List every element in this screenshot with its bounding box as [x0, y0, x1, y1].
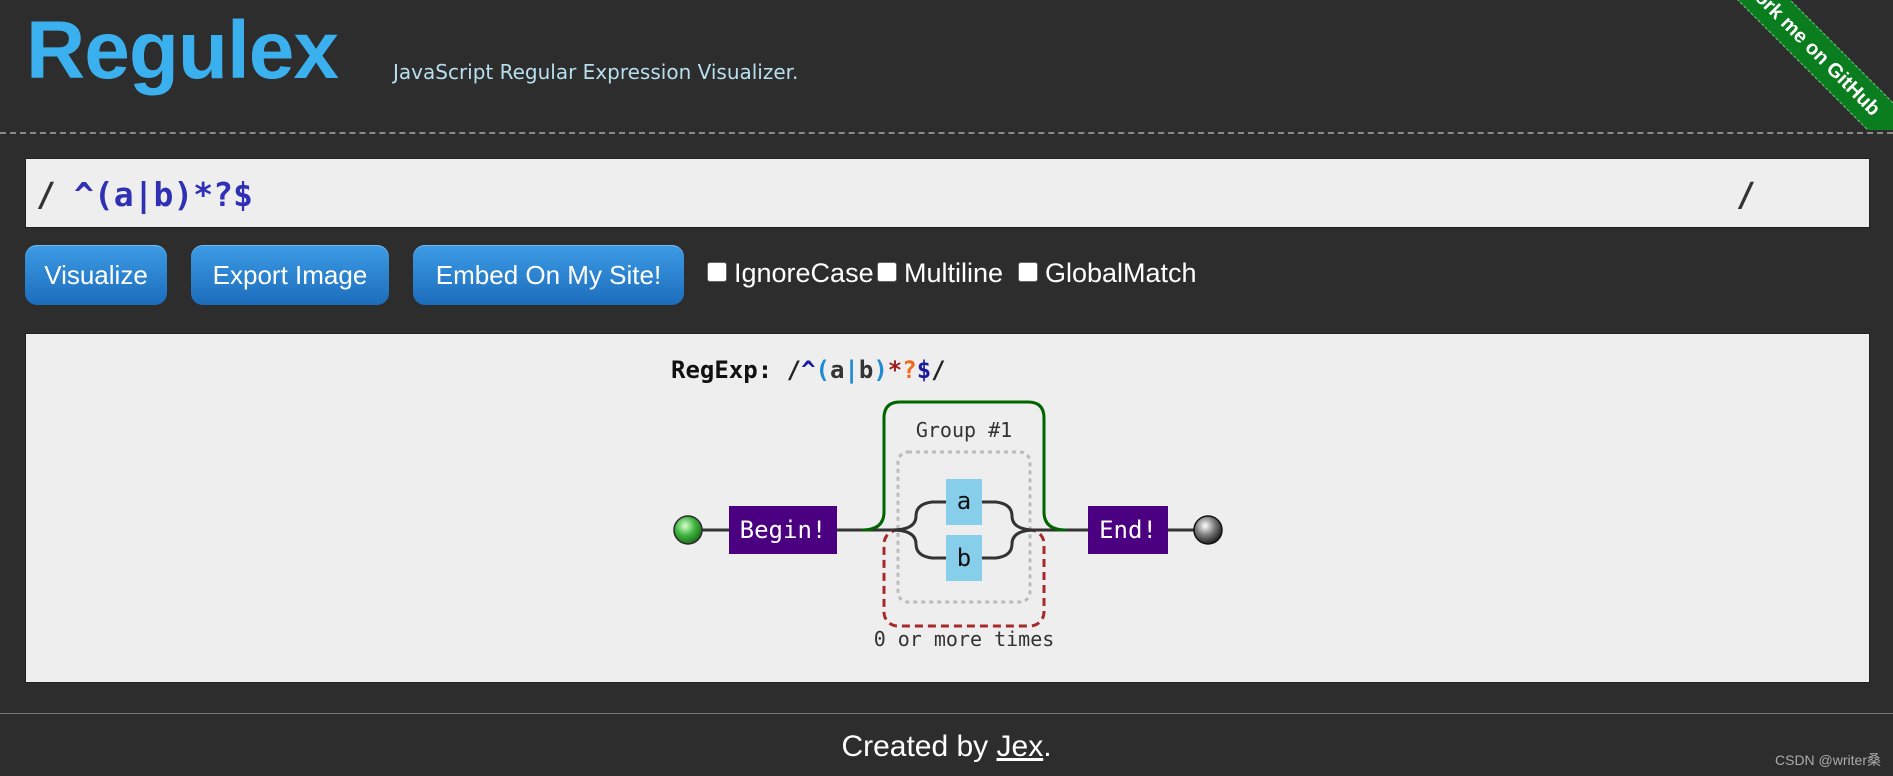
regexp-label: RegExp: [671, 356, 773, 384]
char-a: a [957, 487, 971, 515]
export-image-button[interactable]: Export Image [191, 245, 389, 305]
begin-box [729, 506, 837, 554]
embed-button[interactable]: Embed On My Site! [413, 245, 684, 305]
branch-line-b [891, 528, 946, 560]
visualize-button[interactable]: Visualize [25, 245, 167, 305]
tagline: JavaScript Regular Expression Visualizer… [393, 60, 799, 84]
regexp-token: ( [815, 356, 830, 384]
group-box [896, 450, 1032, 604]
end-label: End! [1099, 516, 1157, 544]
regexp-token: $ [916, 356, 932, 384]
branch-line-a [982, 500, 1037, 532]
regexp-token: b [858, 356, 874, 384]
char-box-b [946, 535, 982, 581]
regexp-token: * [887, 356, 903, 384]
regexp-token: | [844, 356, 859, 384]
footer-prefix: Created by [841, 730, 997, 763]
globalmatch-checkbox[interactable] [1018, 262, 1038, 282]
logo[interactable]: Regulex [26, 5, 339, 96]
header: Regulex JavaScript Regular Expression Vi… [0, 0, 1893, 134]
branch-line-b [982, 528, 1037, 560]
multiline-checkbox[interactable] [877, 262, 897, 282]
begin-label: Begin! [740, 516, 827, 544]
multiline-label[interactable]: Multiline [904, 258, 1004, 288]
regexp-token: ^ [801, 356, 816, 384]
ignorecase-checkbox[interactable] [707, 262, 727, 282]
github-ribbon[interactable]: Fork me on GitHub [1733, 0, 1893, 130]
skip-path [861, 400, 1067, 532]
regex-input-value[interactable]: ^(a|b)*?$ [74, 175, 253, 214]
group-label: Group #1 [916, 418, 1012, 442]
regex-input[interactable]: / ^(a|b)*?$ / [25, 158, 1870, 228]
repeat-label: 0 or more times [874, 627, 1055, 651]
regexp-token: a [829, 356, 845, 384]
end-node [1193, 515, 1223, 545]
char-box-a [946, 479, 982, 525]
regexp-display: RegExp: /^(a|b)*?$/ [671, 356, 946, 384]
start-node [673, 515, 703, 545]
branch-line-a [891, 500, 946, 532]
regexp-token: ? [902, 356, 917, 384]
footer-suffix: . [1043, 730, 1052, 763]
regexp-token: ) [873, 356, 888, 384]
regex-right-slash: / [1736, 175, 1756, 214]
author-link[interactable]: Jex [996, 730, 1044, 763]
ignorecase-label[interactable]: IgnoreCase [734, 258, 874, 288]
char-b: b [957, 544, 971, 572]
railroad-diagram: Begin! End! Group #1 0 or more times a b [673, 400, 1223, 651]
regexp-token: / [931, 356, 946, 384]
regexp-token: / [786, 356, 802, 384]
globalmatch-label[interactable]: GlobalMatch [1045, 258, 1197, 288]
regex-left-slash: / [36, 175, 56, 214]
end-box [1088, 506, 1168, 554]
watermark: CSDN @writer桑 [1775, 752, 1881, 768]
footer: Created by Jex. CSDN @writer桑 [0, 713, 1893, 776]
visualization-canvas: RegExp: /^(a|b)*?$/ Begin! End! [25, 333, 1870, 683]
github-ribbon-label[interactable]: Fork me on GitHub [1733, 0, 1893, 130]
footer-credit: Created by Jex. [0, 730, 1893, 764]
